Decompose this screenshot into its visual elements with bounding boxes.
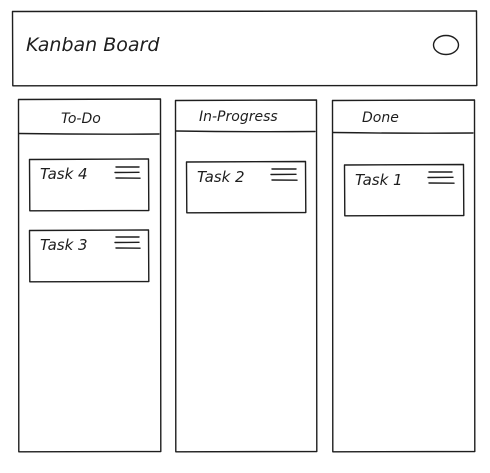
column-divider: [332, 131, 474, 134]
task-card[interactable]: Task 3: [28, 229, 150, 283]
menu-lines-icon[interactable]: [114, 166, 141, 179]
task-card-frame: [28, 158, 150, 212]
column-title-done: Done: [362, 110, 399, 126]
column-title-in-progress: In-Progress: [199, 109, 278, 125]
column-title-todo: To-Do: [61, 111, 101, 127]
column-divider: [175, 130, 316, 133]
task-card-frame: [185, 160, 307, 214]
menu-lines-icon[interactable]: [114, 236, 141, 249]
circle-avatar-icon[interactable]: [432, 34, 460, 56]
header-frame: [11, 10, 478, 87]
column-divider: [18, 132, 160, 135]
board-title: Kanban Board: [26, 34, 160, 56]
column-done: Done Task 1: [331, 99, 476, 453]
header-bar: Kanban Board: [11, 10, 478, 87]
task-card[interactable]: Task 2: [185, 160, 307, 214]
column-in-progress: In-Progress Task 2: [174, 99, 318, 453]
task-card-frame: [28, 229, 150, 283]
column-todo: To-Do Task 4 Task 3: [17, 98, 162, 453]
column-frame: [174, 99, 318, 453]
task-card-label: Task 3: [40, 236, 88, 254]
column-frame: [331, 99, 476, 453]
column-frame: [17, 98, 162, 453]
task-card[interactable]: Task 1: [343, 163, 465, 217]
menu-lines-icon[interactable]: [270, 168, 298, 181]
task-card[interactable]: Task 4: [28, 158, 150, 212]
task-card-label: Task 2: [197, 168, 245, 186]
task-card-frame: [343, 163, 465, 217]
task-card-label: Task 1: [355, 171, 403, 189]
menu-lines-icon[interactable]: [427, 171, 455, 184]
task-card-label: Task 4: [40, 165, 88, 183]
